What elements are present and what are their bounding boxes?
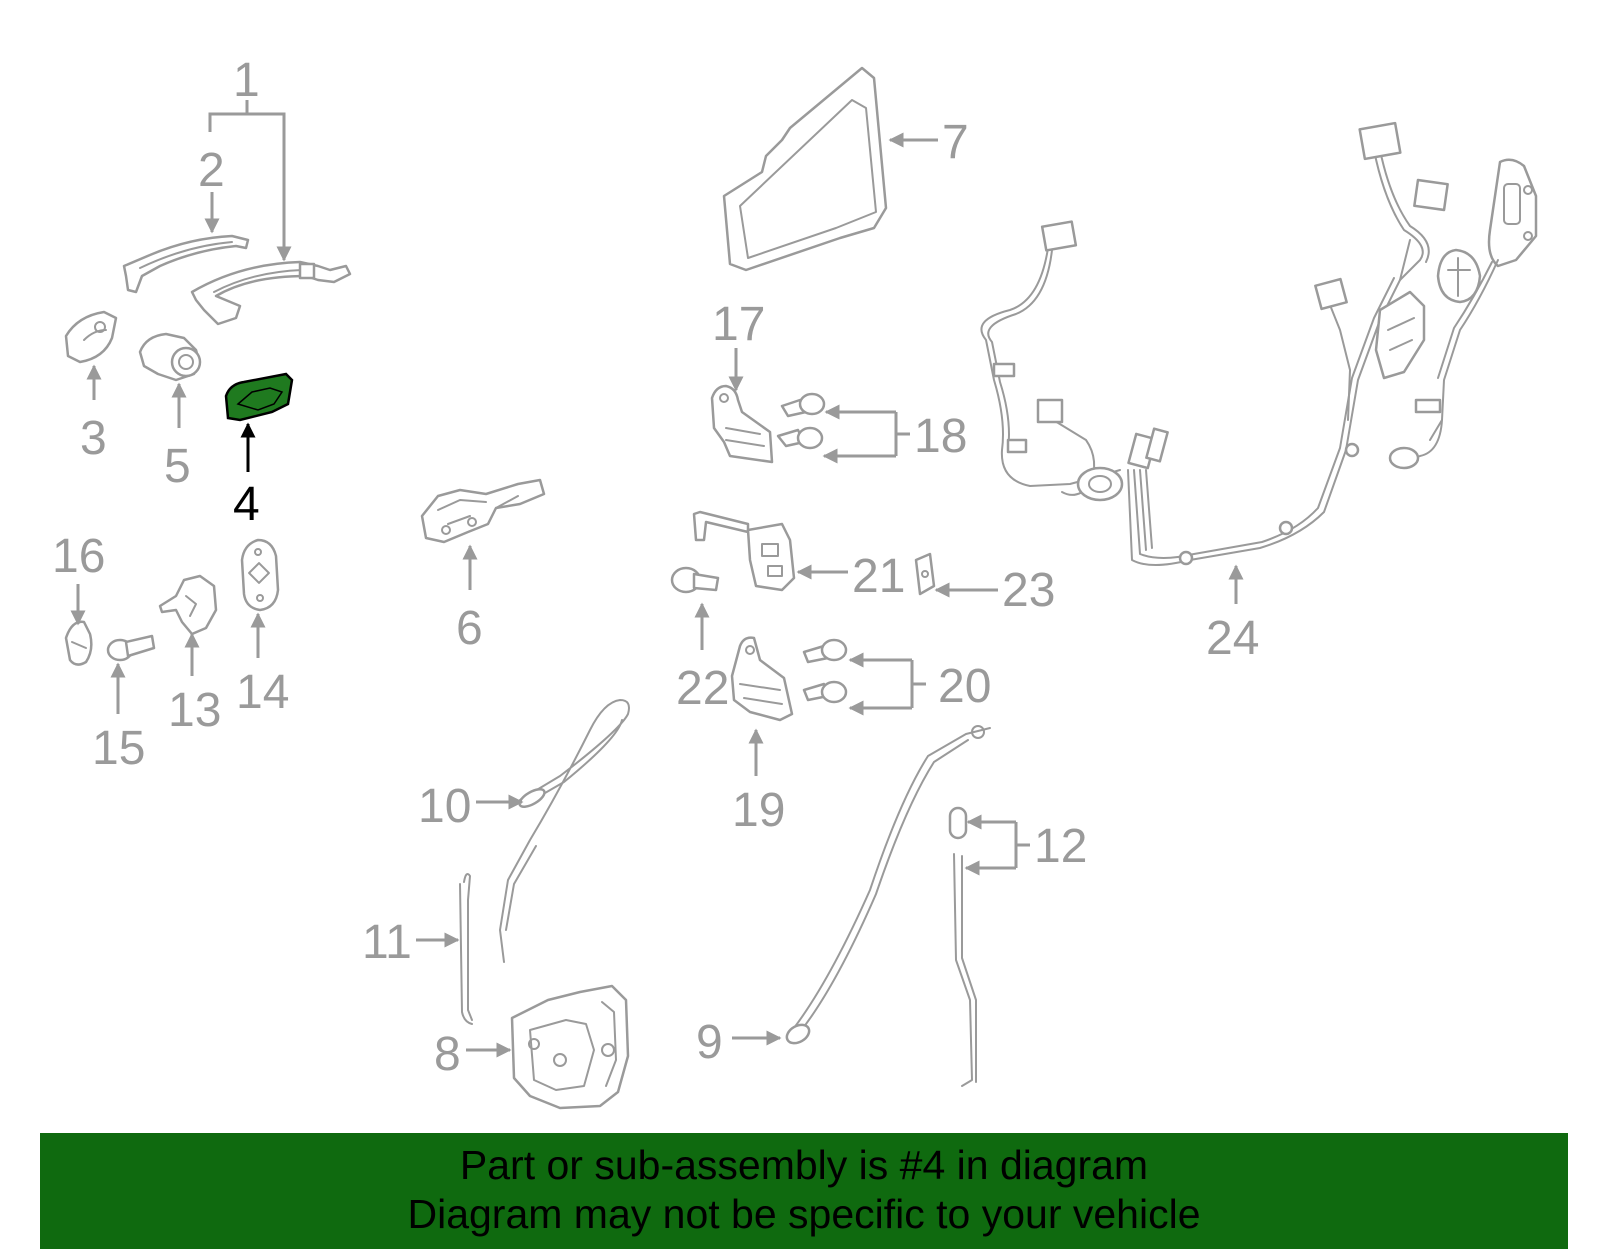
part-7-window-seal[interactable]: [722, 66, 888, 272]
part-17-upper-hinge[interactable]: [710, 384, 774, 464]
part-14-gasket[interactable]: [240, 538, 280, 612]
part-3-cylinder-cap[interactable]: [64, 310, 118, 364]
callout-10[interactable]: 10: [418, 780, 471, 833]
part-11-rod[interactable]: [459, 873, 473, 1025]
part-13-seal[interactable]: [158, 574, 218, 636]
part-5-lock-cylinder[interactable]: [138, 332, 202, 382]
callout-24[interactable]: 24: [1206, 612, 1259, 665]
part-24-wiring-harness[interactable]: [980, 121, 1538, 566]
part-2-handle-cover[interactable]: [122, 234, 250, 294]
part-19-lower-hinge[interactable]: [730, 636, 794, 722]
part-20-bolts[interactable]: [802, 638, 848, 704]
part-16-bumper[interactable]: [64, 620, 93, 666]
callout-19[interactable]: 19: [732, 784, 785, 837]
callout-12[interactable]: 12: [1034, 820, 1087, 873]
part-9-cable[interactable]: [784, 725, 991, 1047]
callout-20[interactable]: 20: [938, 660, 991, 713]
callout-18[interactable]: 18: [914, 410, 967, 463]
footer-line-1: Part or sub-assembly is #4 in diagram: [459, 1142, 1149, 1188]
part-6-handle-frame[interactable]: [420, 478, 546, 544]
part-1-outer-handle[interactable]: [190, 260, 352, 326]
callout-15[interactable]: 15: [92, 722, 145, 775]
callout-labels: 1 2 3 5 4 6 7 16 15 13 14 17 18 21 23 22…: [52, 54, 1259, 1081]
part-22-bolt[interactable]: [670, 566, 720, 594]
part-12-rod-knob[interactable]: [948, 806, 977, 1087]
callout-6[interactable]: 6: [456, 602, 483, 655]
callout-13[interactable]: 13: [168, 684, 221, 737]
callout-21[interactable]: 21: [852, 550, 905, 603]
footer-line-2: Diagram may not be specific to your vehi…: [407, 1191, 1201, 1237]
part-8-latch[interactable]: [510, 984, 630, 1110]
callout-8[interactable]: 8: [434, 1028, 461, 1081]
callout-5[interactable]: 5: [164, 440, 191, 493]
callout-16[interactable]: 16: [52, 530, 105, 583]
callout-7[interactable]: 7: [942, 116, 969, 169]
callout-4[interactable]: 4: [233, 478, 260, 531]
part-21-door-check[interactable]: [692, 510, 796, 592]
part-18-bolts[interactable]: [776, 392, 826, 450]
part-23-clip[interactable]: [914, 552, 936, 596]
callout-22[interactable]: 22: [676, 662, 729, 715]
part-15-screw[interactable]: [106, 634, 156, 662]
callout-1[interactable]: 1: [233, 54, 260, 107]
callout-17[interactable]: 17: [712, 298, 765, 351]
callout-3[interactable]: 3: [80, 412, 107, 465]
callout-11[interactable]: 11: [362, 916, 412, 969]
footer-banner: Part or sub-assembly is #4 in diagram Di…: [40, 1133, 1568, 1249]
callout-9[interactable]: 9: [696, 1016, 723, 1069]
leader-lines: [70, 100, 1244, 1058]
part-10-cable[interactable]: [499, 699, 630, 963]
callout-2[interactable]: 2: [198, 144, 225, 197]
callout-14[interactable]: 14: [236, 666, 289, 719]
part-4-highlighted[interactable]: [224, 372, 294, 422]
callout-23[interactable]: 23: [1002, 564, 1055, 617]
